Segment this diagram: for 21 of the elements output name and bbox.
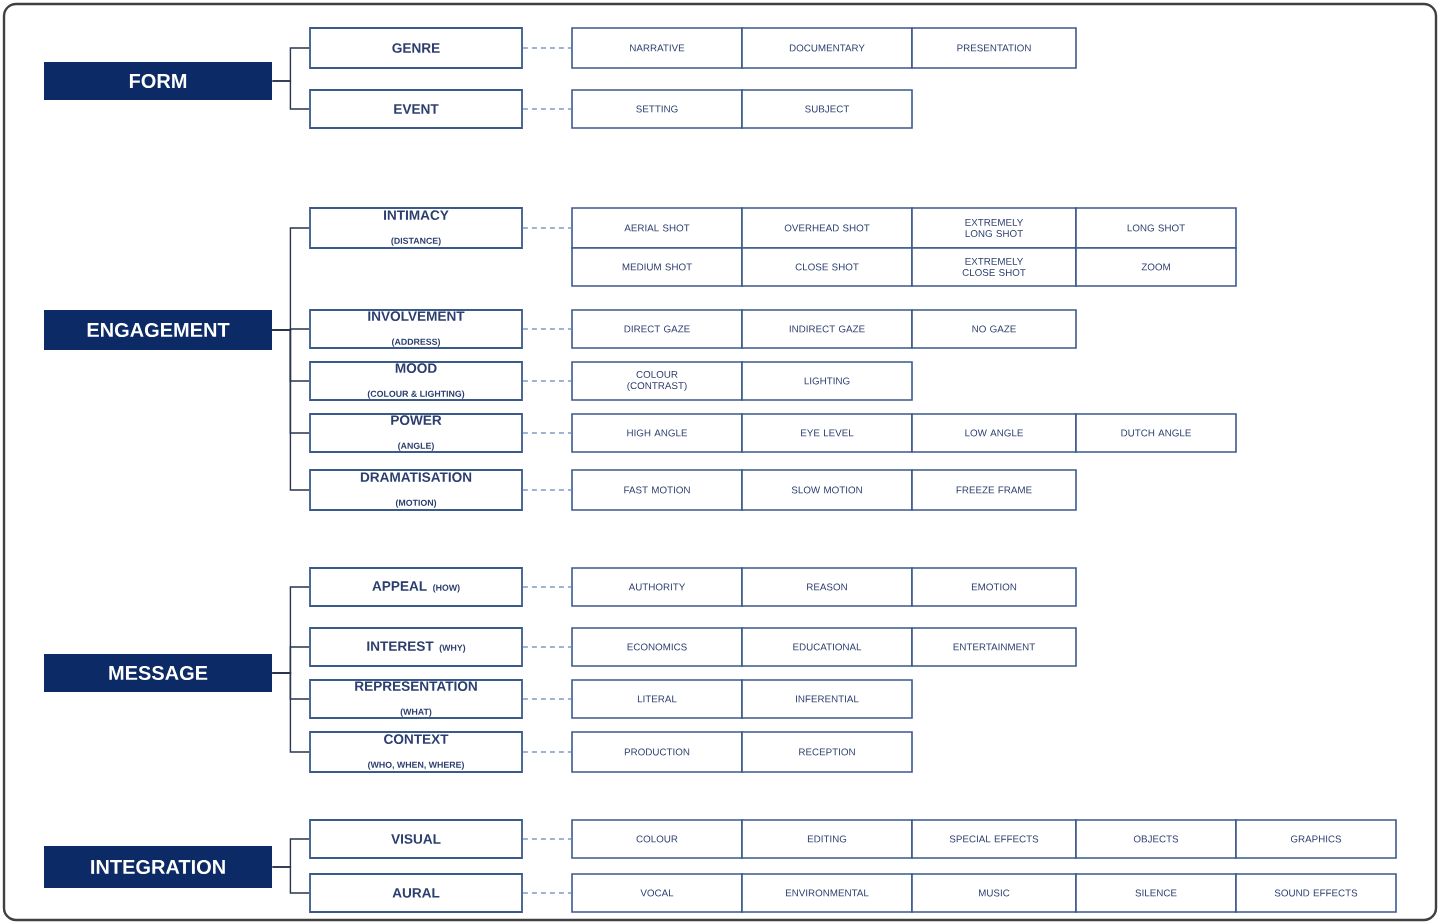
dashed-connector [522,698,572,700]
dashed-connector [522,586,572,588]
dashed-connector [522,108,572,110]
category-box: INTEGRATION [44,846,272,888]
dashed-connector [522,892,572,894]
dashed-connector [522,47,572,49]
tree-connector [271,80,310,110]
dashed-connector [522,380,572,382]
category-box: FORM [44,62,272,100]
dashed-connector [522,227,572,229]
dashed-connector [522,838,572,840]
tree-connector [271,329,310,491]
category-box: ENGAGEMENT [44,310,272,350]
dashed-connector [522,489,572,491]
dashed-connector [522,646,572,648]
category-box: MESSAGE [44,654,272,692]
tree-connector [271,672,310,753]
dashed-connector [522,432,572,434]
tree-connector [271,866,310,894]
dashed-connector [522,751,572,753]
dashed-connector [522,328,572,330]
